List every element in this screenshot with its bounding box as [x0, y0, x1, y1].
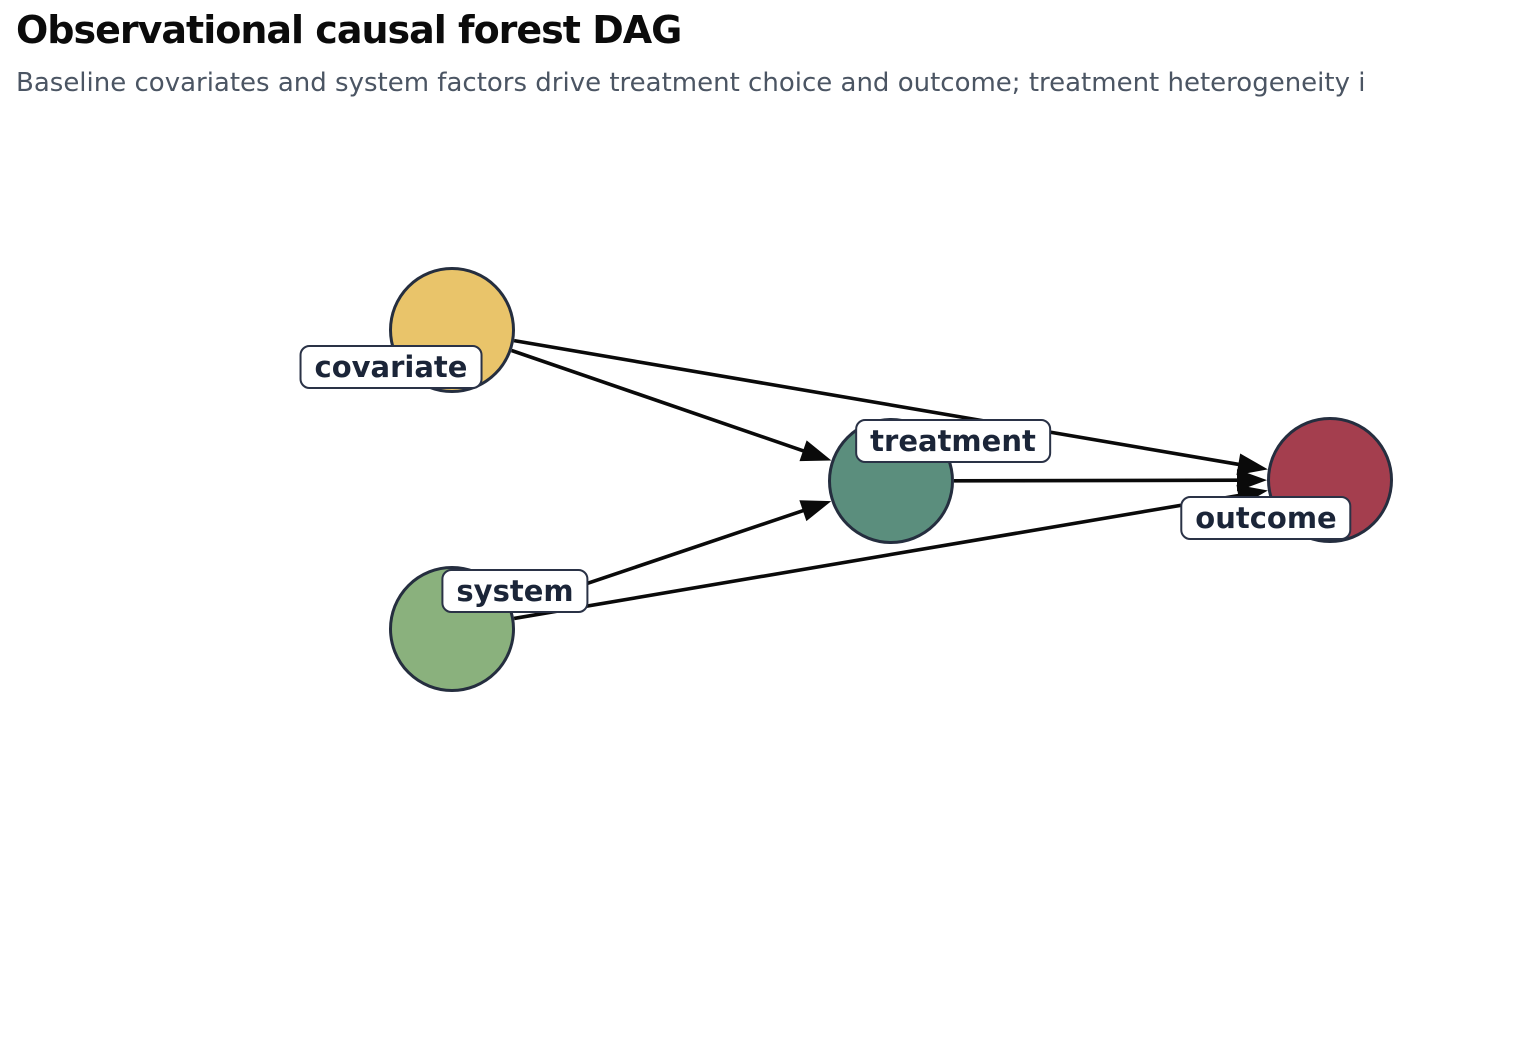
- dag-edge-covariate-outcome: [513, 338, 1241, 467]
- page-title: Observational causal forest DAG: [16, 8, 682, 52]
- node-label-outcome: outcome: [1180, 496, 1352, 540]
- dag-edge-covariate-treatment: [510, 348, 806, 454]
- page-subtitle: Baseline covariates and system factors d…: [16, 68, 1366, 98]
- node-label-treatment: treatment: [855, 419, 1051, 463]
- dag-edge-treatment-outcome: [953, 478, 1240, 483]
- arrowhead-covariate-treatment: [799, 440, 832, 462]
- arrowhead-system-treatment: [799, 500, 832, 522]
- node-label-system: system: [441, 569, 589, 613]
- node-label-covariate: covariate: [299, 345, 483, 389]
- dag-edge-system-outcome: [513, 493, 1241, 621]
- arrowhead-covariate-outcome: [1236, 453, 1268, 476]
- arrowhead-treatment-outcome: [1236, 469, 1268, 492]
